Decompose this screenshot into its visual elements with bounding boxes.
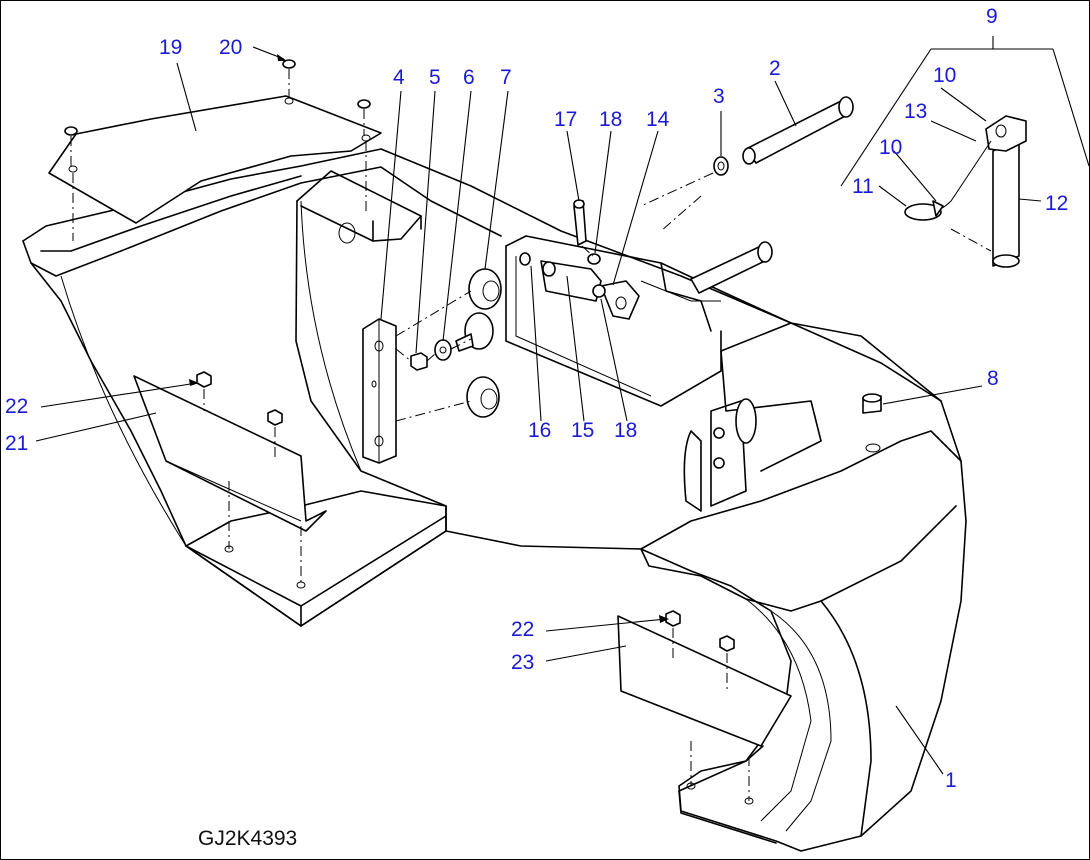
callout-8: 8 xyxy=(987,367,999,390)
drawing-code: GJ2K4393 xyxy=(198,827,298,850)
callout-10-upper: 10 xyxy=(933,64,957,87)
lock-assembly xyxy=(519,199,640,320)
hinge-block-and-washers xyxy=(362,268,502,464)
leader-lines xyxy=(35,46,1042,775)
callout-6: 6 xyxy=(463,66,475,89)
callout-12: 12 xyxy=(1045,192,1069,215)
lock-pin-assembly xyxy=(840,36,1089,268)
callout-9: 9 xyxy=(986,5,998,28)
screws xyxy=(64,59,371,241)
cap-plug xyxy=(862,393,882,414)
callout-1: 1 xyxy=(945,769,957,792)
callout-17: 17 xyxy=(554,108,578,131)
callout-18-bottom: 18 xyxy=(614,419,638,442)
callout-20: 20 xyxy=(219,36,243,59)
callout-15: 15 xyxy=(571,419,595,442)
callout-13: 13 xyxy=(904,100,928,123)
right-side-plate xyxy=(617,610,792,801)
callout-11: 11 xyxy=(852,175,874,198)
callout-5: 5 xyxy=(429,66,441,89)
callout-18-top: 18 xyxy=(599,108,623,131)
callout-19: 19 xyxy=(159,36,183,59)
callout-21: 21 xyxy=(5,432,29,455)
left-side-plate xyxy=(133,371,327,585)
callout-22-right: 22 xyxy=(511,618,535,641)
callout-16: 16 xyxy=(528,419,552,442)
callout-14: 14 xyxy=(646,108,670,131)
callout-22-left: 22 xyxy=(5,395,29,418)
counterweight-body xyxy=(22,148,967,852)
callout-10-lower: 10 xyxy=(879,136,903,159)
callout-3: 3 xyxy=(713,85,725,108)
callout-4: 4 xyxy=(393,66,405,89)
callout-23: 23 xyxy=(511,651,535,674)
callout-2: 2 xyxy=(769,57,781,80)
pins xyxy=(640,96,854,294)
callout-7: 7 xyxy=(500,66,512,89)
